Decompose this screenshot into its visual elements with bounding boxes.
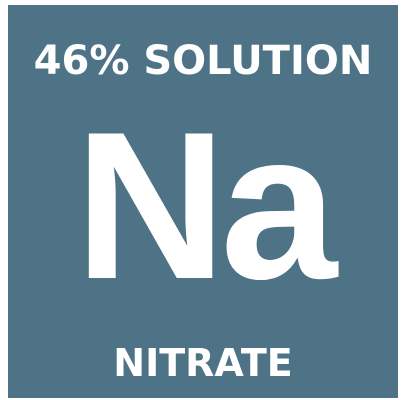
compound-label: NITRATE (113, 341, 293, 385)
element-tile: 46% SOLUTION Na NITRATE (8, 5, 398, 398)
concentration-label: 46% SOLUTION (33, 38, 373, 84)
element-symbol: Na (74, 88, 337, 323)
